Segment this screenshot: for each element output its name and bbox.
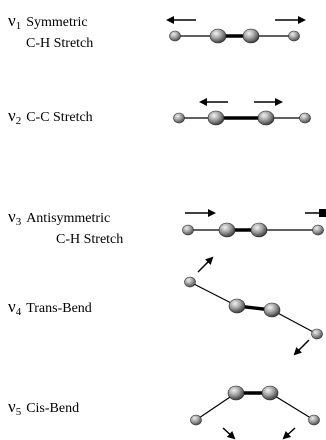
hydrogen-atom <box>173 112 185 124</box>
mode-4-molecule <box>184 256 323 356</box>
arrow-up-right-icon <box>197 256 214 273</box>
mode-3-molecule <box>182 209 326 238</box>
carbon-atom <box>250 222 268 238</box>
mode-3-symbol: ν <box>8 207 16 226</box>
mode-2-label: ν2 C-C Stretch <box>8 107 93 130</box>
mode-3-name: Antisymmetric <box>26 211 111 226</box>
hydrogen-atom <box>312 224 324 236</box>
mode-5-molecule <box>190 385 320 440</box>
mode-5-symbol: ν <box>8 397 16 416</box>
ch-bond <box>269 392 315 421</box>
carbon-atom <box>207 110 225 126</box>
mode-1-index: 1 <box>15 20 22 32</box>
carbon-atom <box>228 298 246 314</box>
hydrogen-atom <box>169 30 181 42</box>
arrow-down-left-icon <box>293 339 310 356</box>
carbon-atom <box>261 385 279 401</box>
mode-3-label: ν3 Antisymmetric C-H Stretch <box>8 208 123 248</box>
mode-4-index: 4 <box>15 306 22 318</box>
mode-5-index: 5 <box>15 406 22 418</box>
hydrogen-atom <box>182 224 194 236</box>
carbon-atom <box>209 28 227 44</box>
mode-2-index: 2 <box>15 115 22 127</box>
mode-1-molecule <box>166 16 306 44</box>
mode-4-label: ν4 Trans-Bend <box>8 298 92 321</box>
carbon-atom <box>263 302 281 318</box>
ch-bond <box>189 281 238 307</box>
hydrogen-atom <box>190 414 202 426</box>
mode-4-name: Trans-Bend <box>26 301 92 316</box>
carbon-atom <box>218 222 236 238</box>
hydrogen-atom <box>311 328 323 340</box>
mode-3-name-line2: C-H Stretch <box>56 232 124 247</box>
arrow-down-left-icon <box>282 427 296 440</box>
hydrogen-atom <box>299 112 311 124</box>
ch-bond <box>271 309 318 335</box>
mode-1-label: ν1 Symmetric C-H Stretch <box>8 12 93 52</box>
carbon-atom <box>227 385 245 401</box>
mode-5-name: Cis-Bend <box>26 401 80 416</box>
carbon-atom <box>242 28 260 44</box>
hydrogen-atom <box>184 276 196 288</box>
mode-2-symbol: ν <box>8 106 16 125</box>
hydrogen-atom <box>308 414 320 426</box>
mode-1-name: Symmetric <box>26 15 88 30</box>
mode-4-symbol: ν <box>8 297 16 316</box>
arrow-down-right-icon <box>222 427 236 440</box>
arrowhead-clipped <box>319 209 326 217</box>
mode-1-symbol: ν <box>8 11 16 30</box>
ch-bond <box>195 392 237 421</box>
carbon-atom <box>257 110 275 126</box>
mode-5-label: ν5 Cis-Bend <box>8 398 79 421</box>
mode-2-molecule <box>173 98 311 126</box>
hydrogen-atom <box>288 30 300 42</box>
mode-3-index: 3 <box>15 216 22 228</box>
mode-1-name-line2: C-H Stretch <box>26 36 94 51</box>
mode-2-name: C-C Stretch <box>26 110 93 125</box>
